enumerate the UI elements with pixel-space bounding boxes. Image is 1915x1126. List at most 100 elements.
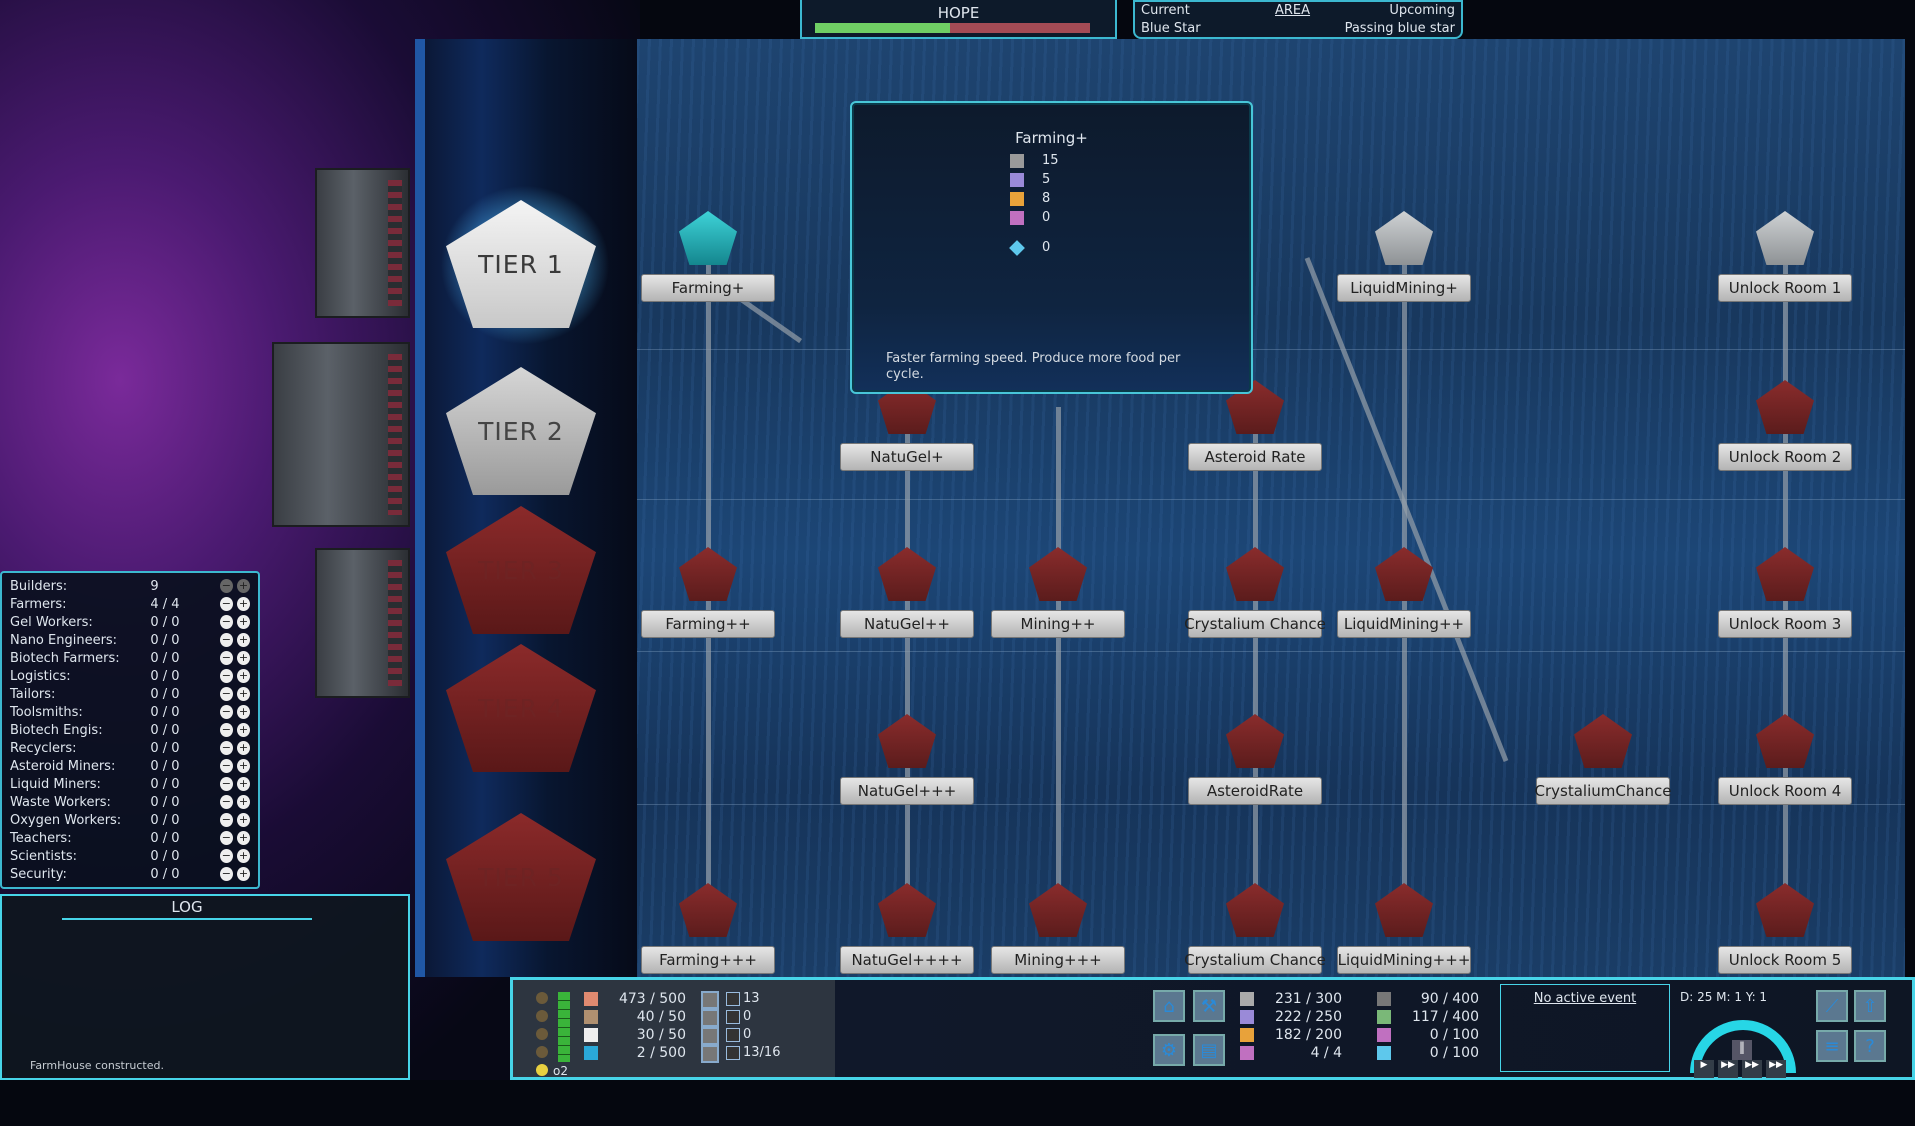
decrease-button[interactable]: − (219, 705, 233, 719)
tech-node-label[interactable]: LiquidMining+ (1337, 274, 1471, 302)
worker-count: 0 / 0 (150, 650, 180, 666)
decrease-button[interactable]: − (219, 849, 233, 863)
decrease-button[interactable]: − (219, 597, 233, 611)
worker-name: Nano Engineers: (10, 632, 118, 648)
tech-node-label[interactable]: Crystalium Chance (1184, 610, 1326, 638)
worker-count: 0 / 0 (150, 668, 180, 684)
adult-icon (726, 991, 740, 1006)
decrease-button[interactable]: − (219, 777, 233, 791)
decrease-button[interactable]: − (219, 669, 233, 683)
tech-node-label[interactable]: Farming+ (641, 274, 775, 302)
population-item: 13/16 (726, 1045, 780, 1060)
increase-button[interactable]: + (236, 705, 250, 719)
worker-name: Builders: (10, 578, 68, 594)
tech-node-label[interactable]: Unlock Room 4 (1718, 777, 1852, 805)
worker-slot[interactable] (701, 1027, 719, 1045)
tech-node-label[interactable]: Unlock Room 3 (1718, 610, 1852, 638)
decrease-button[interactable]: − (219, 813, 233, 827)
increase-button[interactable]: + (236, 777, 250, 791)
worker-count: 0 / 0 (150, 812, 180, 828)
population-value: 0 (743, 1009, 752, 1024)
decrease-button[interactable]: − (219, 741, 233, 755)
tech-node-label[interactable]: Unlock Room 1 (1718, 274, 1852, 302)
increase-button[interactable]: + (236, 831, 250, 845)
increase-button[interactable]: + (236, 723, 250, 737)
worker-slot[interactable] (701, 1009, 719, 1027)
stats-chart-button[interactable]: ⟋ (1816, 990, 1848, 1022)
event-text[interactable]: No active event (1533, 991, 1637, 1006)
tech-node-label[interactable]: NatuGel++++ (840, 946, 974, 974)
resource-value: 117 / 400 (1411, 1009, 1479, 1025)
worker-name: Recyclers: (10, 740, 77, 756)
resource-item: 40 / 50 (584, 1009, 686, 1025)
elder-icon (726, 1027, 740, 1042)
connector-line (1253, 407, 1258, 910)
increase-button[interactable]: + (236, 741, 250, 755)
worker-row: Tailors:0 / 0−+ (10, 685, 250, 703)
storage-button[interactable]: ▤ (1193, 1034, 1225, 1066)
tech-node-label[interactable]: Unlock Room 2 (1718, 443, 1852, 471)
metal-icon (1377, 992, 1391, 1006)
decrease-button[interactable]: − (219, 795, 233, 809)
increase-button[interactable]: + (236, 633, 250, 647)
increase-button[interactable]: + (236, 579, 250, 593)
worker-name: Oxygen Workers: (10, 812, 122, 828)
increase-button[interactable]: + (236, 795, 250, 809)
increase-button[interactable]: + (236, 687, 250, 701)
speed-2-button[interactable]: ▶▶ (1718, 1060, 1738, 1078)
tech-node-label[interactable]: Mining++ (991, 610, 1125, 638)
speed-4-button[interactable]: ▶▶ (1766, 1060, 1786, 1078)
upgrade-button[interactable]: ⇧ (1854, 990, 1886, 1022)
decrease-button[interactable]: − (219, 687, 233, 701)
build-home-button[interactable]: ⌂ (1153, 990, 1185, 1022)
tech-node-label[interactable]: Farming+++ (641, 946, 775, 974)
tech-node-label[interactable]: Crystalium Chance (1184, 946, 1326, 974)
area-upcoming: Passing blue star (1344, 21, 1455, 36)
help-button[interactable]: ? (1854, 1030, 1886, 1062)
speed-1-button[interactable]: ▶ (1694, 1060, 1714, 1078)
tech-node-label[interactable]: Farming++ (641, 610, 775, 638)
tech-node-label[interactable]: NatuGel+ (840, 443, 974, 471)
decrease-button[interactable]: − (219, 633, 233, 647)
tech-node-label[interactable]: AsteroidRate (1188, 777, 1322, 805)
increase-button[interactable]: + (236, 651, 250, 665)
hope-bar-fill (815, 23, 950, 33)
resource-item: 117 / 400 (1377, 1009, 1479, 1025)
increase-button[interactable]: + (236, 597, 250, 611)
build-tools-button[interactable]: ⚒ (1193, 990, 1225, 1022)
tech-node-label[interactable]: Unlock Room 5 (1718, 946, 1852, 974)
event-panel: No active event (1500, 984, 1670, 1072)
tech-node-label[interactable]: Mining+++ (991, 946, 1125, 974)
menu-button[interactable]: ≡ (1816, 1030, 1848, 1062)
increase-button[interactable]: + (236, 615, 250, 629)
decrease-button[interactable]: − (219, 579, 233, 593)
tech-node-label[interactable]: CrystaliumChance (1535, 777, 1672, 805)
population-item: 0 (726, 1027, 751, 1042)
worker-slot[interactable] (701, 991, 719, 1009)
increase-button[interactable]: + (236, 849, 250, 863)
decrease-button[interactable]: − (219, 723, 233, 737)
decrease-button[interactable]: − (219, 615, 233, 629)
worker-name: Asteroid Miners: (10, 758, 116, 774)
worker-name: Farmers: (10, 596, 67, 612)
increase-button[interactable]: + (236, 669, 250, 683)
increase-button[interactable]: + (236, 759, 250, 773)
pause-button[interactable]: ‖ (1732, 1040, 1752, 1060)
tech-node-label[interactable]: LiquidMining+++ (1337, 946, 1471, 974)
resource-item: 4 / 4 (1240, 1045, 1342, 1061)
decrease-button[interactable]: − (219, 831, 233, 845)
worker-slot[interactable] (701, 1045, 719, 1063)
decrease-button[interactable]: − (219, 651, 233, 665)
tech-node-label[interactable]: NatuGel++ (840, 610, 974, 638)
tech-node-label[interactable]: Asteroid Rate (1188, 443, 1322, 471)
increase-button[interactable]: + (236, 813, 250, 827)
worker-row: Logistics:0 / 0−+ (10, 667, 250, 685)
speed-3-button[interactable]: ▶▶ (1742, 1060, 1762, 1078)
tech-node-label[interactable]: NatuGel+++ (840, 777, 974, 805)
settings-button[interactable]: ⚙ (1153, 1034, 1185, 1066)
tech-node-label[interactable]: LiquidMining++ (1337, 610, 1471, 638)
decrease-button[interactable]: − (219, 867, 233, 881)
decrease-button[interactable]: − (219, 759, 233, 773)
increase-button[interactable]: + (236, 867, 250, 881)
mood-face-icon (536, 1028, 548, 1040)
